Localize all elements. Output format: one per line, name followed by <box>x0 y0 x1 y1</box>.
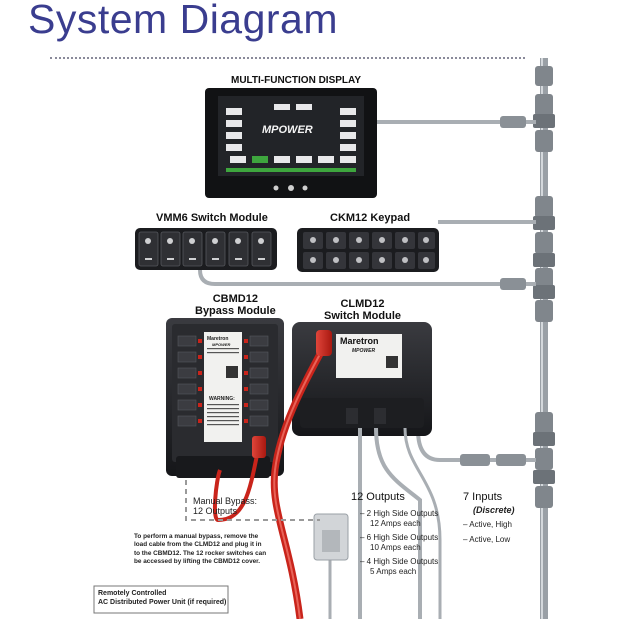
outputs-item-1: – 2 High Side Outputs 12 Amps each <box>360 509 438 528</box>
bypass-note-line4: be accessed by lifting the CBMD12 cover. <box>134 557 261 565</box>
manual-bypass-line2: 12 Outputs <box>193 505 238 516</box>
bypass-instruction-note: To perform a manual bypass, remove the l… <box>134 533 266 566</box>
outputs-item-3-a: – 4 High Side Outputs <box>360 557 439 566</box>
cbmd12-warning: WARNING: <box>209 396 235 402</box>
drop-cables <box>198 116 536 466</box>
title-divider <box>50 57 525 59</box>
outputs-item-1-b: 12 Amps each <box>370 518 421 528</box>
outputs-item-2-b: 10 Amps each <box>370 542 421 552</box>
bypass-note-line1: To perform a manual bypass, remove the <box>134 533 259 540</box>
cbmd12-label-line1: CBMD12 <box>212 293 258 305</box>
vmm6-label: VMM6 Switch Module <box>156 212 268 224</box>
red-load-cable <box>212 330 332 619</box>
outputs-item-3: – 4 High Side Outputs 5 Amps each <box>360 557 438 576</box>
ac-unit-line1: Remotely Controlled <box>98 590 167 597</box>
inputs-title: 7 Inputs <box>463 491 503 503</box>
ac-unit-label: Remotely Controlled AC Distributed Power… <box>98 589 226 607</box>
clmd12-label-line1: CLMD12 <box>340 298 385 310</box>
cbmd12-bypass-module <box>166 318 284 478</box>
ac-unit-box <box>93 585 229 614</box>
cbmd12-label-line2: Bypass Module <box>195 304 276 317</box>
clmd12-logo: MPOWER <box>352 348 376 354</box>
inputs-subtitle: (Discrete) <box>473 505 515 515</box>
nmea-backbone-cable <box>533 58 555 619</box>
manual-bypass-label: Manual Bypass: 12 Outputs <box>193 496 258 517</box>
clmd12-label-line2: Switch Module <box>324 309 401 322</box>
bypass-note-line3: to the CBMD12. The 12 rocker switches ca… <box>134 549 267 557</box>
manual-bypass-line1: Manual Bypass: <box>193 496 258 506</box>
outputs-title: 12 Outputs <box>351 491 405 503</box>
inputs-item-1: – Active, High <box>463 520 512 529</box>
clmd12-brand: Maretron <box>340 336 379 346</box>
ckm12-label: CKM12 Keypad <box>330 212 411 224</box>
vmm6-switch-module <box>135 228 277 270</box>
outputs-item-3-b: 5 Amps each <box>370 566 417 576</box>
ckm12-keypad <box>297 228 439 272</box>
ac-unit-line2: AC Distributed Power Unit (if required) <box>98 599 227 607</box>
outputs-item-1-a: – 2 High Side Outputs <box>360 509 439 518</box>
cbmd12-logo: MPOWER <box>212 342 231 347</box>
outputs-item-2-a: – 6 High Side Outputs <box>360 533 439 542</box>
bypass-note-line2: load cable from the CLMD12 and plug it i… <box>134 541 262 549</box>
display-logo: MPOWER <box>262 124 313 136</box>
clmd12-label: CLMD12 Switch Module <box>324 298 401 322</box>
display-label: MULTI-FUNCTION DISPLAY <box>231 75 361 86</box>
bypass-dashed-path <box>185 480 320 521</box>
output-harnesses <box>313 427 442 619</box>
outputs-item-2: – 6 High Side Outputs 10 Amps each <box>360 533 438 552</box>
multi-function-display <box>205 88 377 198</box>
page-title: System Diagram <box>28 0 339 42</box>
cbmd12-label: CBMD12 Bypass Module <box>195 293 276 317</box>
tee-connector-group <box>533 66 555 508</box>
inputs-item-2: – Active, Low <box>463 535 511 544</box>
cbmd12-brand: Maretron <box>207 336 229 342</box>
